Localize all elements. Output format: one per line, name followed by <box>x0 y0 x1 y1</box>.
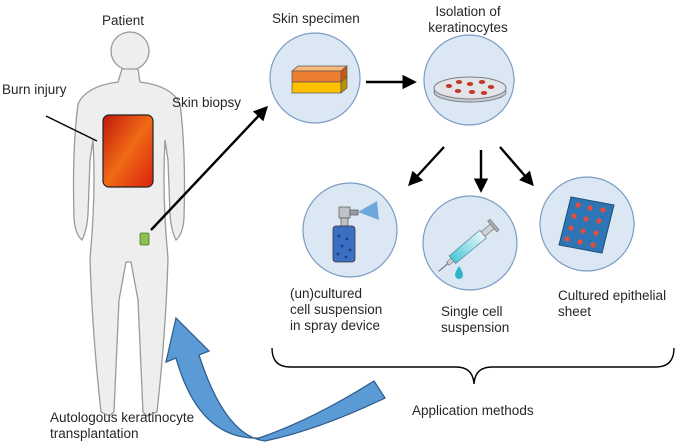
sheet-label: Cultured epithelial sheet <box>558 288 666 320</box>
sheet-node <box>539 176 635 272</box>
single-cell-label: Single cell suspension <box>441 304 509 336</box>
application-brace <box>271 347 675 385</box>
spray-node <box>302 182 398 278</box>
biopsy-site-icon <box>139 232 150 246</box>
arrow-to-sheet <box>499 146 534 187</box>
spray-bottle-icon <box>332 201 379 263</box>
skin-specimen-node <box>269 32 361 124</box>
application-methods-label: Application methods <box>412 403 534 418</box>
patient-silhouette <box>72 31 186 417</box>
petri-dish-icon <box>433 76 507 103</box>
epithelial-sheet-icon <box>558 196 615 254</box>
transplantation-arrow <box>165 316 386 442</box>
spray-label-line2: cell suspension <box>290 302 383 317</box>
isolation-label-line2: keratinocytes <box>428 20 508 35</box>
skin-specimen-icon <box>291 65 348 94</box>
isolation-label: Isolation of keratinocytes <box>412 4 524 36</box>
arrow-to-spray <box>408 146 445 187</box>
burn-wound-icon <box>102 114 154 188</box>
single-cell-label-line2: suspension <box>441 320 510 335</box>
sheet-label-line2: sheet <box>558 304 592 319</box>
autologous-label: Autologous keratinocyte transplantation <box>50 410 194 442</box>
burn-injury-label: Burn injury <box>2 82 67 97</box>
autologous-label-line2: transplantation <box>50 426 139 441</box>
patient-label: Patient <box>102 13 145 28</box>
syringe-icon <box>438 218 500 279</box>
autologous-label-line1: Autologous keratinocyte <box>50 410 195 425</box>
sheet-label-line1: Cultured epithelial <box>558 288 667 303</box>
biopsy-arrow <box>150 105 268 231</box>
spray-label-line1: (un)cultured <box>290 286 363 301</box>
single-cell-node <box>422 195 518 291</box>
single-cell-label-line1: Single cell <box>441 304 503 319</box>
burn-pointer-line <box>45 115 98 142</box>
spray-label: (un)cultured cell suspension in spray de… <box>290 286 382 334</box>
skin-biopsy-label: Skin biopsy <box>172 95 242 110</box>
skin-specimen-label: Skin specimen <box>272 11 360 26</box>
isolation-label-line1: Isolation of <box>435 4 501 19</box>
spray-label-line3: in spray device <box>290 318 381 333</box>
isolation-node <box>423 34 515 126</box>
